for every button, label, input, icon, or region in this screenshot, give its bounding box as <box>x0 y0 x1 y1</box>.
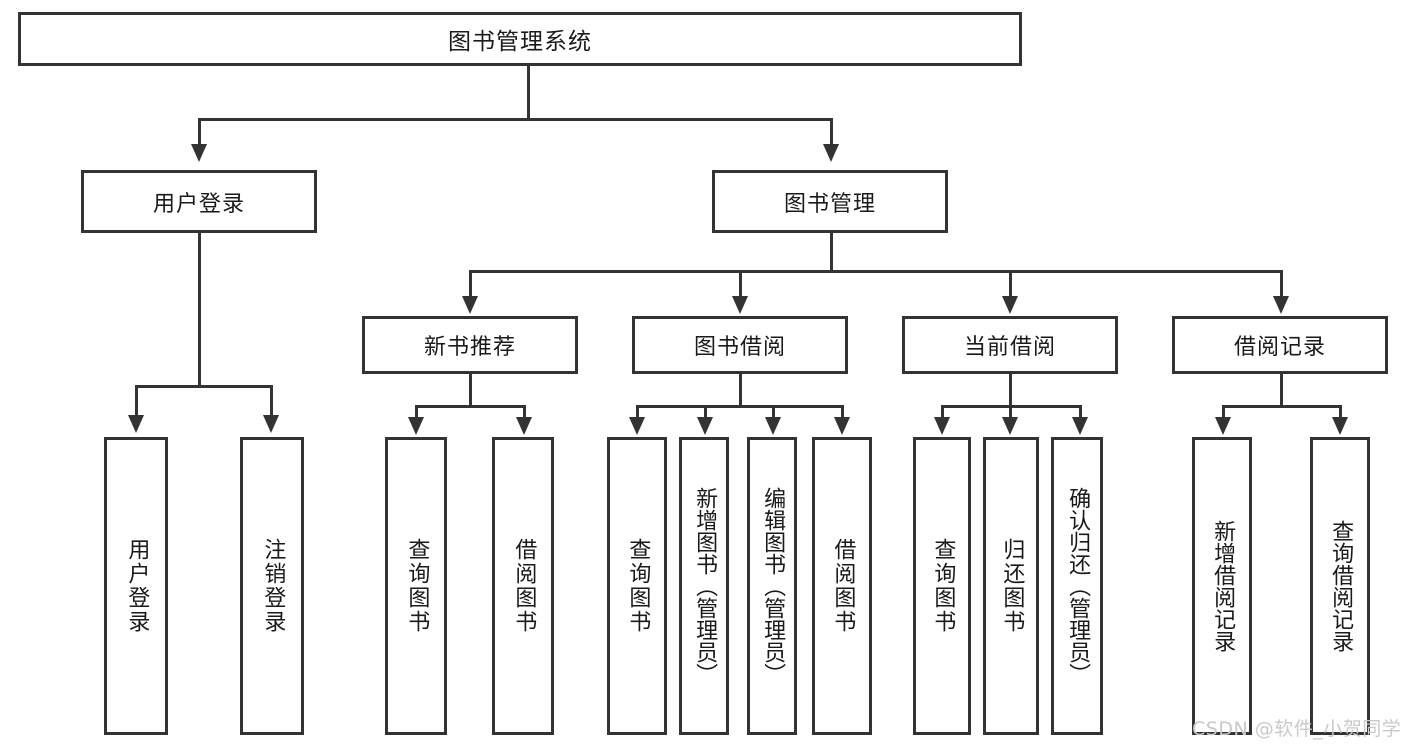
leaf-borrow-book-bb[interactable]: 借阅图书 <box>812 437 872 735</box>
leaf-logout[interactable]: 注销登录 <box>240 437 304 735</box>
leaf-label: 确认归还（管理员） <box>1065 487 1091 685</box>
connector-level2-bus <box>198 118 833 121</box>
node-book-borrow[interactable]: 图书借阅 <box>632 316 848 374</box>
connector-drop-bb-leaf-2 <box>704 405 707 419</box>
connector-borrow-record-stem <box>1280 374 1283 405</box>
connector-root-stem <box>527 66 530 118</box>
node-label: 新书推荐 <box>423 335 516 360</box>
arrowhead-nbr-leaf-1 <box>408 417 424 435</box>
connector-drop-borrow-record <box>1280 270 1283 298</box>
connector-drop-br-leaf-1 <box>1222 405 1225 419</box>
leaf-query-book-nbr[interactable]: 查询图书 <box>385 437 447 735</box>
node-label: 图书管理 <box>783 191 876 217</box>
leaf-label: 查询图书 <box>625 538 651 634</box>
leaf-edit-book-admin[interactable]: 编辑图书（管理员） <box>747 437 797 735</box>
arrowhead-book-borrow <box>732 296 748 314</box>
arrowhead-new-book-recommend <box>462 296 478 314</box>
leaf-borrow-book-nbr[interactable]: 借阅图书 <box>492 437 554 735</box>
leaf-label: 借阅图书 <box>830 538 856 634</box>
connector-drop-user-login-leaf-1 <box>135 385 138 417</box>
arrowhead-bb-leaf-1 <box>629 417 645 435</box>
connector-book-borrow-bus <box>636 405 844 408</box>
leaf-label: 借阅图书 <box>511 538 537 634</box>
connector-new-book-recommend-stem <box>469 374 472 405</box>
connector-drop-cb-leaf-2 <box>1009 405 1012 419</box>
connector-drop-cb-leaf-3 <box>1079 405 1082 419</box>
leaf-user-login[interactable]: 用户登录 <box>104 437 168 735</box>
arrowhead-bb-leaf-4 <box>834 417 850 435</box>
arrowhead-user-login-leaf-2 <box>263 415 279 433</box>
arrowhead-bb-leaf-2 <box>697 417 713 435</box>
connector-drop-bb-leaf-3 <box>772 405 775 419</box>
connector-drop-bb-leaf-1 <box>636 405 639 419</box>
arrowhead-cb-leaf-3 <box>1072 417 1088 435</box>
leaf-label: 查询图书 <box>404 538 430 634</box>
leaf-label: 用户登录 <box>124 538 150 634</box>
watermark-text: CSDN @软件_小贺同学 <box>1192 718 1402 740</box>
connector-drop-user-login <box>198 118 201 146</box>
arrowhead-br-leaf-1 <box>1215 417 1231 435</box>
node-book-management[interactable]: 图书管理 <box>712 170 948 233</box>
connector-drop-nbr-leaf-1 <box>415 405 418 419</box>
connector-book-management-stem <box>830 233 833 270</box>
arrowhead-book-management <box>823 144 839 162</box>
arrowhead-user-login-leaf-1 <box>128 415 144 433</box>
node-borrow-record[interactable]: 借阅记录 <box>1172 316 1388 374</box>
connector-drop-current-borrow <box>1009 270 1012 298</box>
node-label: 图书借阅 <box>693 335 786 360</box>
arrowhead-br-leaf-2 <box>1332 417 1348 435</box>
arrowhead-borrow-record <box>1273 296 1289 314</box>
connector-user-login-stem <box>198 233 201 385</box>
connector-drop-new-book-recommend <box>469 270 472 298</box>
connector-drop-bb-leaf-4 <box>841 405 844 419</box>
leaf-label: 注销登录 <box>260 538 286 634</box>
leaf-query-book-bb[interactable]: 查询图书 <box>607 437 667 735</box>
connector-drop-br-leaf-2 <box>1339 405 1342 419</box>
connector-borrow-record-bus <box>1222 405 1342 408</box>
node-user-login[interactable]: 用户登录 <box>81 170 317 233</box>
arrowhead-cb-leaf-1 <box>934 417 950 435</box>
node-current-borrow[interactable]: 当前借阅 <box>902 316 1118 374</box>
connector-book-borrow-stem <box>739 374 742 405</box>
arrowhead-cb-leaf-2 <box>1002 417 1018 435</box>
node-label: 图书管理系统 <box>448 29 592 55</box>
node-new-book-recommend[interactable]: 新书推荐 <box>362 316 578 374</box>
connector-drop-user-login-leaf-2 <box>270 385 273 417</box>
leaf-label: 新增图书（管理员） <box>692 487 718 685</box>
arrowhead-user-login <box>191 144 207 162</box>
connector-user-login-bus <box>135 385 273 388</box>
leaf-add-borrow-record[interactable]: 新增借阅记录 <box>1192 437 1252 735</box>
leaf-label: 查询图书 <box>930 538 956 634</box>
connector-current-borrow-stem <box>1009 374 1012 405</box>
connector-new-book-recommend-bus <box>415 405 526 408</box>
node-label: 借阅记录 <box>1233 335 1326 360</box>
leaf-label: 新增借阅记录 <box>1210 520 1236 652</box>
connector-drop-book-management <box>830 118 833 146</box>
leaf-label: 归还图书 <box>999 538 1025 634</box>
connector-drop-cb-leaf-1 <box>941 405 944 419</box>
leaf-confirm-return-admin[interactable]: 确认归还（管理员） <box>1051 437 1103 735</box>
arrowhead-current-borrow <box>1002 296 1018 314</box>
leaf-query-borrow-record[interactable]: 查询借阅记录 <box>1310 437 1370 735</box>
leaf-label: 查询借阅记录 <box>1328 520 1354 652</box>
node-label: 用户登录 <box>152 191 245 217</box>
node-label: 当前借阅 <box>963 335 1056 360</box>
leaf-return-book[interactable]: 归还图书 <box>983 437 1039 735</box>
leaf-add-book-admin[interactable]: 新增图书（管理员） <box>679 437 729 735</box>
leaf-label: 编辑图书（管理员） <box>760 487 786 685</box>
node-root-book-management-system[interactable]: 图书管理系统 <box>18 12 1022 66</box>
connector-drop-nbr-leaf-2 <box>523 405 526 419</box>
connector-level3-bus <box>469 270 1283 273</box>
arrowhead-nbr-leaf-2 <box>516 417 532 435</box>
arrowhead-bb-leaf-3 <box>765 417 781 435</box>
leaf-query-book-cb[interactable]: 查询图书 <box>913 437 971 735</box>
connector-drop-book-borrow <box>739 270 742 298</box>
